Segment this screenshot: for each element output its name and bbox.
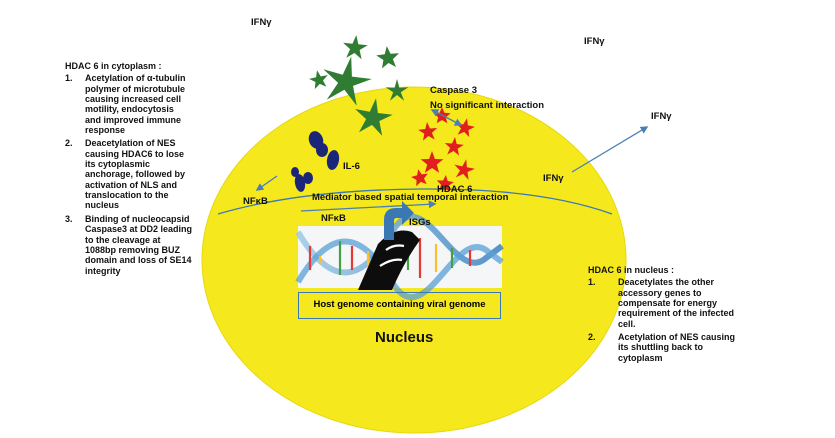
list-item-line: compensate for energy [618, 298, 718, 309]
list-item-line: 1088bp removing BUZ [85, 244, 181, 255]
list-item-line: activation of NLS and [85, 179, 178, 190]
isgs-label: ISGs [409, 217, 431, 228]
nucleus-panel-title: HDAC 6 in nucleus : [588, 265, 675, 275]
list-item-line: Caspase3 at DD2 leading [85, 224, 193, 235]
arrow-no-interaction [430, 109, 463, 126]
nfkb-outer-label: NFκB [243, 196, 268, 207]
nucleus-label: Nucleus [375, 329, 434, 346]
green-star [355, 98, 393, 136]
arrow-ifn-out [571, 126, 649, 173]
arrow-mediator [300, 200, 437, 212]
list-item-line: its shuttling back to [618, 342, 704, 353]
green-star [343, 35, 368, 60]
list-item-line: anchorage, followed by [85, 169, 186, 180]
caspase3-label: Caspase 3 [430, 85, 478, 96]
genome-box: Host genome containing viral genome [298, 292, 501, 319]
list-item-line: polymer of microtubule [85, 83, 186, 94]
dna-image [295, 213, 504, 301]
red-star [444, 137, 464, 156]
list-item-line: Acetylation of NES causing [618, 332, 736, 343]
list-item-number: 1. [588, 277, 596, 288]
list-item-line: accessory genes to [618, 287, 702, 298]
red-star [411, 169, 428, 187]
no-interaction-label: No significant interaction [430, 100, 545, 111]
list-item-line: Deacetylation of NES [85, 138, 176, 149]
list-item-line: and improved immune [85, 114, 182, 125]
green-star [323, 56, 372, 106]
list-item-line: integrity [85, 265, 121, 276]
green-star [309, 70, 328, 90]
hdac6-red-stars [411, 107, 475, 192]
list-item-line: Deacetylates the other [618, 277, 715, 288]
list-item-number: 3. [65, 213, 73, 224]
red-star [420, 151, 444, 173]
green-star [385, 79, 409, 101]
green-star [376, 46, 399, 69]
list-item-line: Acetylation of α-tubulin [85, 73, 186, 84]
list-item-line: causing HDAC6 to lose [85, 148, 185, 159]
list-item-line: causing increased cell [85, 94, 182, 105]
hdac6-label: HDAC 6 [437, 184, 473, 195]
nfkb-inner-label: NFκB [321, 213, 346, 224]
ifn-label-4: IFNγ [543, 173, 564, 184]
list-item-line: its cytoplasmic [85, 159, 151, 170]
list-item-number: 2. [65, 138, 73, 149]
il6-blobs [291, 131, 340, 192]
nuclear-membrane [217, 188, 613, 215]
list-item-line: nucleus [85, 200, 120, 211]
list-item-number: 1. [65, 73, 73, 84]
ifn-label-2: IFNγ [584, 36, 605, 47]
nucleus-panel: HDAC 6 in nucleus : 1. Deacetylates the o… [588, 265, 773, 366]
list-item-line: translocation to the [85, 190, 169, 201]
list-item-line: domain and loss of SE14 [85, 255, 192, 266]
list-item-line: response [85, 125, 126, 136]
list-item-line: cytoplasm [618, 352, 663, 363]
mediator-label: Mediator based spatial temporal interact… [312, 192, 509, 203]
red-star [436, 175, 454, 192]
cytoplasm-panel-title: HDAC 6 in cytoplasm : [65, 61, 162, 71]
caspase3-green-stars [309, 35, 409, 136]
red-star [418, 122, 438, 141]
genome-box-label: Host genome containing viral genome [313, 299, 486, 310]
ifn-label-3: IFNγ [651, 111, 672, 122]
list-item-line: requirement of the infected [618, 308, 735, 319]
red-star [456, 118, 475, 138]
list-item-line: cell. [618, 318, 636, 329]
il6-label: IL-6 [343, 161, 360, 172]
list-item-line: to the cleavage at [85, 234, 161, 245]
list-item-line: Binding of nucleocapsid [85, 213, 190, 224]
isgs-arrow [384, 201, 414, 240]
ifn-label-1: IFNγ [251, 17, 272, 28]
list-item-number: 2. [588, 332, 596, 343]
cytoplasm-panel: HDAC 6 in cytoplasm : 1. Acetylation of α… [65, 61, 240, 279]
arrow-il6-nfkb [255, 175, 278, 191]
red-star [454, 159, 475, 180]
list-item-line: motility, endocytosis [85, 104, 174, 115]
